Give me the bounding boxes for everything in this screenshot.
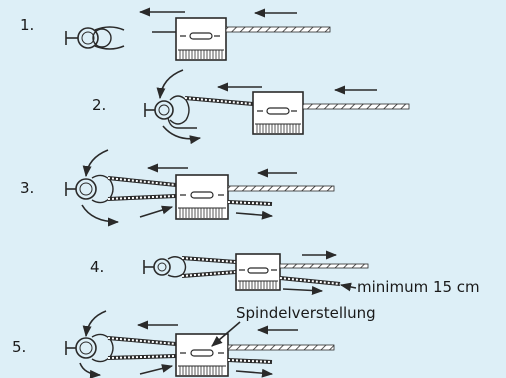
step-1-label: 1.: [20, 16, 35, 34]
step-5-figure: [65, 310, 335, 378]
step-4-label: 4.: [90, 258, 105, 276]
step-1-figure: [65, 7, 331, 61]
step-5-label: 5.: [12, 338, 27, 356]
step-2-label: 2.: [92, 96, 107, 114]
step-3-label: 3.: [20, 179, 35, 197]
step-4-figure: [143, 250, 369, 295]
step-3-figure: [65, 149, 335, 227]
spindle-adjustment-label: Spindelverstellung: [236, 304, 376, 322]
minimum-length-note: minimum 15 cm: [357, 278, 480, 296]
step-2-figure: [144, 69, 410, 145]
